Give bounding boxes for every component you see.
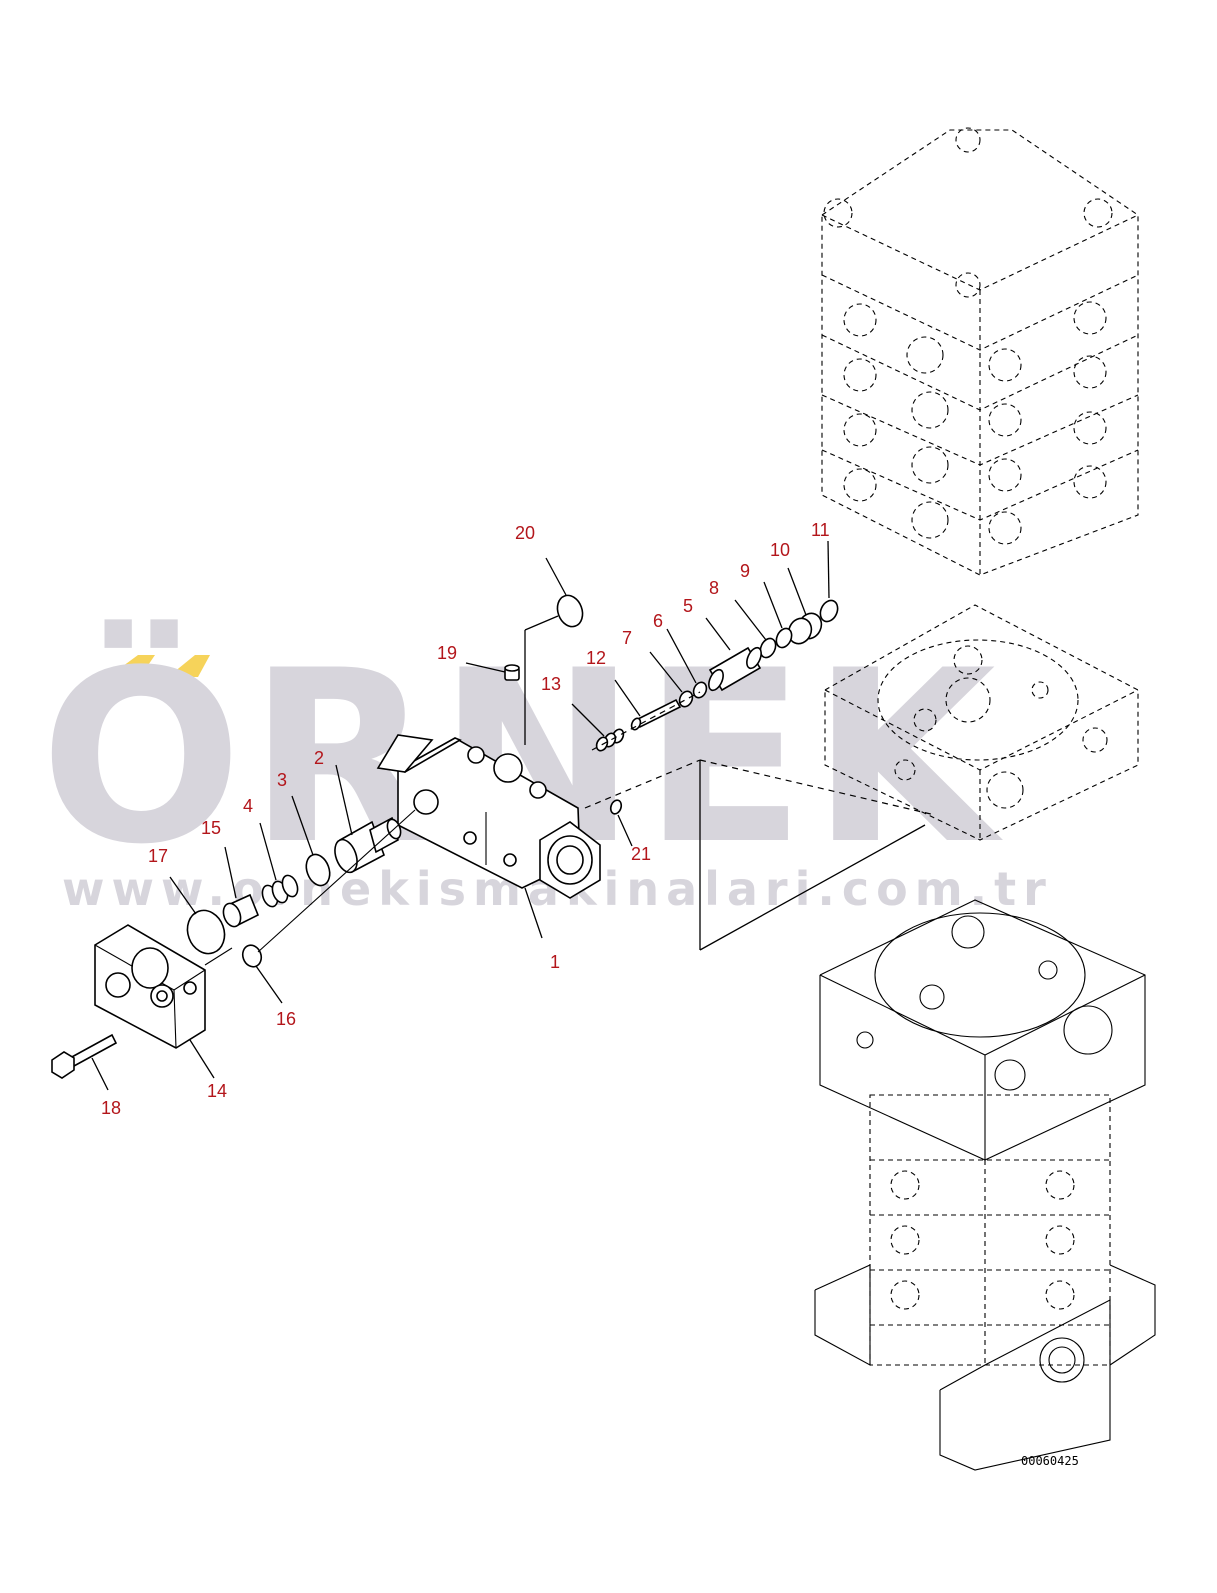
callout-5: 5 <box>683 596 693 616</box>
callout-labels: 1 2 3 4 5 6 7 8 9 10 11 12 13 14 15 16 1… <box>101 520 830 1118</box>
leader-lines <box>91 540 830 1091</box>
callout-1: 1 <box>550 952 560 972</box>
o-ring-part-20 <box>556 594 584 628</box>
callout-12: 12 <box>586 648 606 668</box>
callout-19: 19 <box>437 643 457 663</box>
o-ring-part-16 <box>241 944 263 968</box>
spool-part-5 <box>708 646 762 692</box>
valve-body-lower <box>814 899 1156 1471</box>
o-ring-part-6 <box>692 681 708 699</box>
drawing-code: 00060425 <box>1021 1454 1079 1468</box>
bolt-part-18 <box>51 1033 118 1079</box>
callout-14: 14 <box>207 1081 227 1101</box>
callout-17: 17 <box>148 846 168 866</box>
callout-9: 9 <box>740 561 750 581</box>
o-ring-part-11 <box>819 599 839 623</box>
callout-11: 11 <box>811 520 830 540</box>
spring-part-13 <box>595 728 625 752</box>
left-parts <box>51 816 402 1079</box>
callout-16: 16 <box>276 1009 296 1029</box>
piston-part-2 <box>334 816 402 874</box>
callout-15: 15 <box>201 818 221 838</box>
o-ring-part-7 <box>678 690 694 708</box>
plug-part-19 <box>504 664 520 681</box>
o-ring-part-9 <box>775 627 793 649</box>
callout-6: 6 <box>653 611 663 631</box>
watermark-accent-left <box>108 655 155 677</box>
callout-7: 7 <box>622 628 632 648</box>
callout-20: 20 <box>515 523 535 543</box>
spool-assembly <box>504 594 839 815</box>
callout-2: 2 <box>314 748 324 768</box>
callout-10: 10 <box>770 540 790 560</box>
screw-part-12 <box>630 698 682 731</box>
valve-section-plate <box>824 604 1139 841</box>
watermark-accent-right <box>168 655 210 677</box>
callout-8: 8 <box>709 578 719 598</box>
callout-21: 21 <box>631 844 651 864</box>
callout-18: 18 <box>101 1098 121 1118</box>
callout-4: 4 <box>243 796 253 816</box>
plug-part-10 <box>787 612 823 645</box>
o-ring-part-17 <box>186 909 226 955</box>
cover-part-14 <box>94 924 206 1049</box>
plug-part-15 <box>222 893 260 928</box>
assembly-lines <box>204 615 936 966</box>
callout-3: 3 <box>277 770 287 790</box>
spring-part-4 <box>261 874 299 908</box>
o-ring-part-21 <box>609 799 623 815</box>
valve-stack-upper <box>821 127 1139 576</box>
callout-13: 13 <box>541 674 561 694</box>
o-ring-part-8 <box>759 637 777 659</box>
